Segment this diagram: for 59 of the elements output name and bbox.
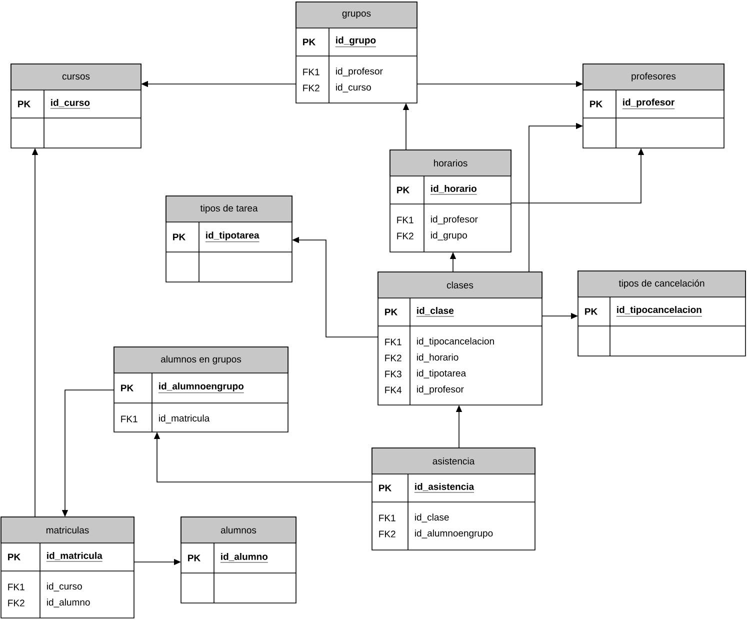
table-title: alumnos	[220, 526, 256, 534]
field-name: id_profesor	[336, 68, 383, 76]
key-label: PK	[303, 38, 316, 46]
key-label: FK1	[303, 68, 320, 76]
key-label: FK1	[397, 216, 414, 224]
field-name: id_alumno	[47, 598, 90, 608]
key-field: id_asistencia	[414, 482, 474, 493]
field-name: id_matricula	[159, 414, 210, 424]
key-field: id_profesor	[622, 98, 675, 110]
field-name: id_grupo	[431, 232, 467, 240]
key-field: id_curso	[50, 98, 90, 109]
key-label: PK	[385, 308, 398, 316]
key-field: id_tipotarea	[205, 232, 260, 242]
field-name: id_alumnoengrupo	[415, 530, 493, 538]
field-name: id_profesor	[431, 216, 478, 224]
key-label: PK	[397, 186, 410, 194]
key-label: FK1	[121, 416, 138, 422]
key-label: FK2	[379, 530, 396, 538]
key-field: id_clase	[416, 306, 454, 317]
key-label: FK2	[8, 600, 24, 606]
key-label: PK	[188, 554, 201, 562]
table-title: grupos	[342, 11, 371, 19]
table-title: profesores	[632, 72, 676, 82]
key-label: PK	[585, 308, 598, 315]
key-label: FK2	[397, 232, 414, 240]
table-title: asistencia	[432, 458, 475, 464]
key-label: FK2	[303, 84, 320, 92]
field-name: id_tipocancelacion	[417, 338, 494, 346]
key-field: id_matricula	[46, 552, 103, 562]
field-name: id_curso	[336, 84, 371, 92]
key-label: PK	[8, 554, 21, 560]
key-label: PK	[590, 100, 603, 108]
key-field: id_tipocancelacion	[616, 306, 702, 317]
key-label: FK1	[8, 584, 24, 590]
key-label: PK	[18, 100, 31, 108]
field-name: id_horario	[417, 354, 458, 362]
field-name: id_clase	[415, 514, 449, 522]
field-name: id_tipotarea	[417, 370, 466, 378]
table-title: alumnos en grupos	[161, 356, 242, 364]
table-title: cursos	[62, 74, 90, 80]
key-field: id_alumnoengrupo	[158, 382, 244, 394]
table-title: horarios	[434, 160, 468, 166]
key-label: FK4	[385, 386, 402, 394]
key-field: id_alumno	[220, 552, 268, 563]
key-field: id_horario	[430, 184, 478, 195]
table-title: matriculas	[46, 526, 89, 534]
key-label: PK	[173, 234, 186, 240]
field-name: id_profesor	[417, 386, 464, 394]
key-label: FK1	[379, 514, 396, 522]
table-title: tipos de cancelación	[618, 280, 704, 288]
key-label: FK2	[385, 354, 402, 362]
key-label: FK3	[385, 370, 402, 378]
key-label: PK	[379, 484, 392, 492]
table-title: tipos de tarea	[200, 204, 258, 214]
field-name: id_curso	[47, 582, 82, 592]
key-field: id_grupo	[335, 36, 376, 48]
table-title: clases	[446, 282, 474, 288]
key-label: PK	[121, 384, 134, 392]
key-label: FK1	[385, 338, 402, 346]
